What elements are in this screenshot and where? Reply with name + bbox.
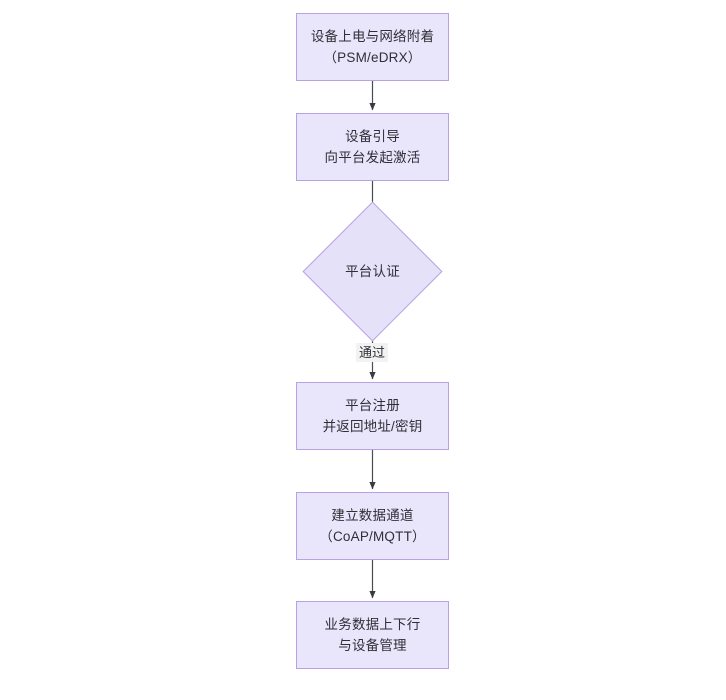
node-business-data-text: 业务数据上下行 与设备管理 (297, 614, 448, 656)
node-platform-register[interactable]: 平台注册 并返回地址/密钥 (296, 382, 449, 450)
node-power-on[interactable]: 设备上电与网络附着 （PSM/eDRX） (296, 13, 449, 81)
node-platform-register-line-1: 平台注册 (345, 398, 400, 413)
node-bootstrap-text: 设备引导 向平台发起激活 (297, 126, 448, 168)
node-data-channel-text: 建立数据通道 （CoAP/MQTT） (297, 505, 448, 547)
node-business-data-line-1: 业务数据上下行 (324, 617, 421, 632)
node-data-channel-line-2: （CoAP/MQTT） (319, 529, 426, 544)
node-data-channel-line-1: 建立数据通道 (331, 508, 414, 523)
node-power-on-text: 设备上电与网络附着 （PSM/eDRX） (297, 26, 448, 68)
node-power-on-line-2: （PSM/eDRX） (323, 50, 422, 65)
node-platform-register-text: 平台注册 并返回地址/密钥 (297, 395, 448, 437)
node-platform-auth-text: 平台认证 (345, 264, 400, 279)
node-platform-auth[interactable]: 平台认证 (302, 201, 443, 342)
node-platform-register-line-2: 并返回地址/密钥 (322, 419, 423, 434)
node-bootstrap-line-1: 设备引导 (345, 129, 400, 144)
node-data-channel[interactable]: 建立数据通道 （CoAP/MQTT） (296, 492, 449, 560)
node-business-data-line-2: 与设备管理 (338, 638, 407, 653)
node-business-data[interactable]: 业务数据上下行 与设备管理 (296, 601, 449, 669)
node-bootstrap-line-2: 向平台发起激活 (324, 150, 421, 165)
node-bootstrap[interactable]: 设备引导 向平台发起激活 (296, 113, 449, 181)
edge-label-pass: 通过 (356, 343, 389, 362)
node-power-on-line-1: 设备上电与网络附着 (310, 29, 435, 44)
